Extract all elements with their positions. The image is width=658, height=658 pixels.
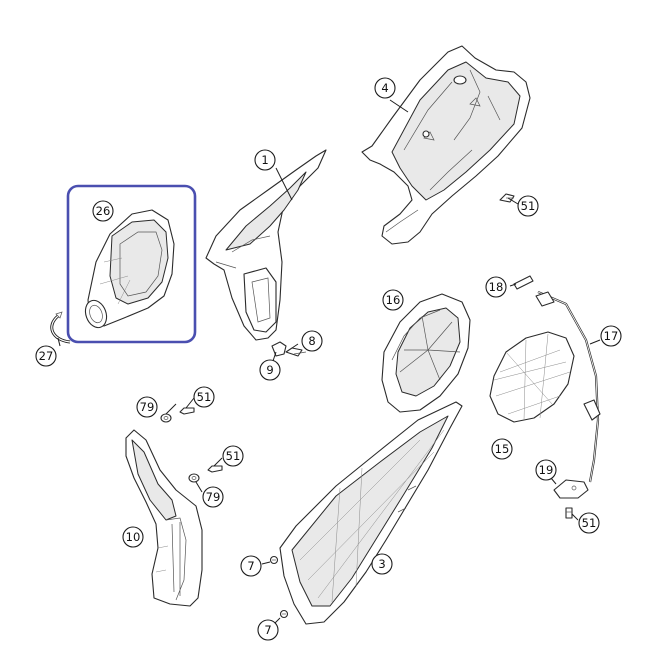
callout-51-left-lower-label: 51 [226, 449, 241, 463]
part-4-rear-fender [361, 45, 531, 245]
part-79-washer-upper [160, 413, 172, 423]
part-1-side-plate [205, 149, 327, 341]
part-18-pin [513, 275, 534, 290]
part-51-bolt-left-upper [179, 407, 195, 415]
part-51-bolt-lower-right [565, 507, 573, 519]
callout-18: 18 [485, 276, 507, 298]
callout-8-label: 8 [308, 334, 315, 348]
callout-79-upper-label: 79 [140, 400, 155, 414]
part-26-air-boot [84, 209, 175, 329]
callout-7-lower-label: 7 [264, 623, 271, 637]
part-7-screw-lower [279, 609, 289, 619]
callout-16: 16 [382, 289, 404, 311]
part-79-washer-lower [188, 473, 200, 483]
callout-15: 15 [491, 438, 513, 460]
callout-51-upper-label: 51 [521, 199, 536, 213]
callout-51-left-lower: 51 [222, 445, 244, 467]
callout-79-lower-label: 79 [206, 490, 221, 504]
callout-15-label: 15 [495, 442, 510, 456]
part-17-filter-holder [535, 290, 601, 483]
part-7-screw-upper [269, 555, 279, 565]
callout-7-lower: 7 [257, 619, 279, 641]
callout-51-upper: 51 [517, 195, 539, 217]
part-19-bracket [553, 479, 589, 499]
callout-3-label: 3 [378, 557, 385, 571]
callout-17-label: 17 [604, 329, 619, 343]
callout-27-label: 27 [39, 349, 54, 363]
part-9-clip [271, 341, 287, 357]
part-15-air-filter [489, 331, 575, 423]
callout-8: 8 [301, 330, 323, 352]
callout-3: 3 [371, 553, 393, 575]
callout-9: 9 [259, 359, 281, 381]
callout-4: 4 [374, 77, 396, 99]
callout-7-upper-label: 7 [247, 559, 254, 573]
highlight-frame [66, 184, 197, 344]
callout-51-lower-right: 51 [578, 512, 600, 534]
callout-51-left-upper: 51 [193, 386, 215, 408]
callout-79-lower: 79 [202, 486, 224, 508]
callout-16-label: 16 [386, 293, 401, 307]
callout-51-lower-right-label: 51 [582, 516, 597, 530]
callout-18-label: 18 [489, 280, 504, 294]
callout-26: 26 [92, 200, 114, 222]
callout-10-label: 10 [126, 530, 141, 544]
callout-1: 1 [254, 149, 276, 171]
callout-27: 27 [35, 345, 57, 367]
callout-7-upper: 7 [240, 555, 262, 577]
part-10-side-cover [125, 429, 203, 607]
callout-51-left-upper-label: 51 [197, 390, 212, 404]
part-27-hose-clamp [50, 311, 71, 344]
callout-9-label: 9 [266, 363, 273, 377]
callout-4-label: 4 [381, 81, 388, 95]
callout-17: 17 [600, 325, 622, 347]
callout-10: 10 [122, 526, 144, 548]
part-3-side-plate [279, 401, 463, 625]
callout-79-upper: 79 [136, 396, 158, 418]
callout-19: 19 [535, 459, 557, 481]
part-51-bolt-left-lower [207, 465, 223, 473]
callout-26-label: 26 [96, 204, 111, 218]
part-8-screw [285, 347, 307, 357]
callout-19-label: 19 [539, 463, 554, 477]
callout-1-label: 1 [261, 153, 268, 167]
part-16-filter-cage [381, 293, 471, 413]
leader-lines [57, 99, 601, 627]
